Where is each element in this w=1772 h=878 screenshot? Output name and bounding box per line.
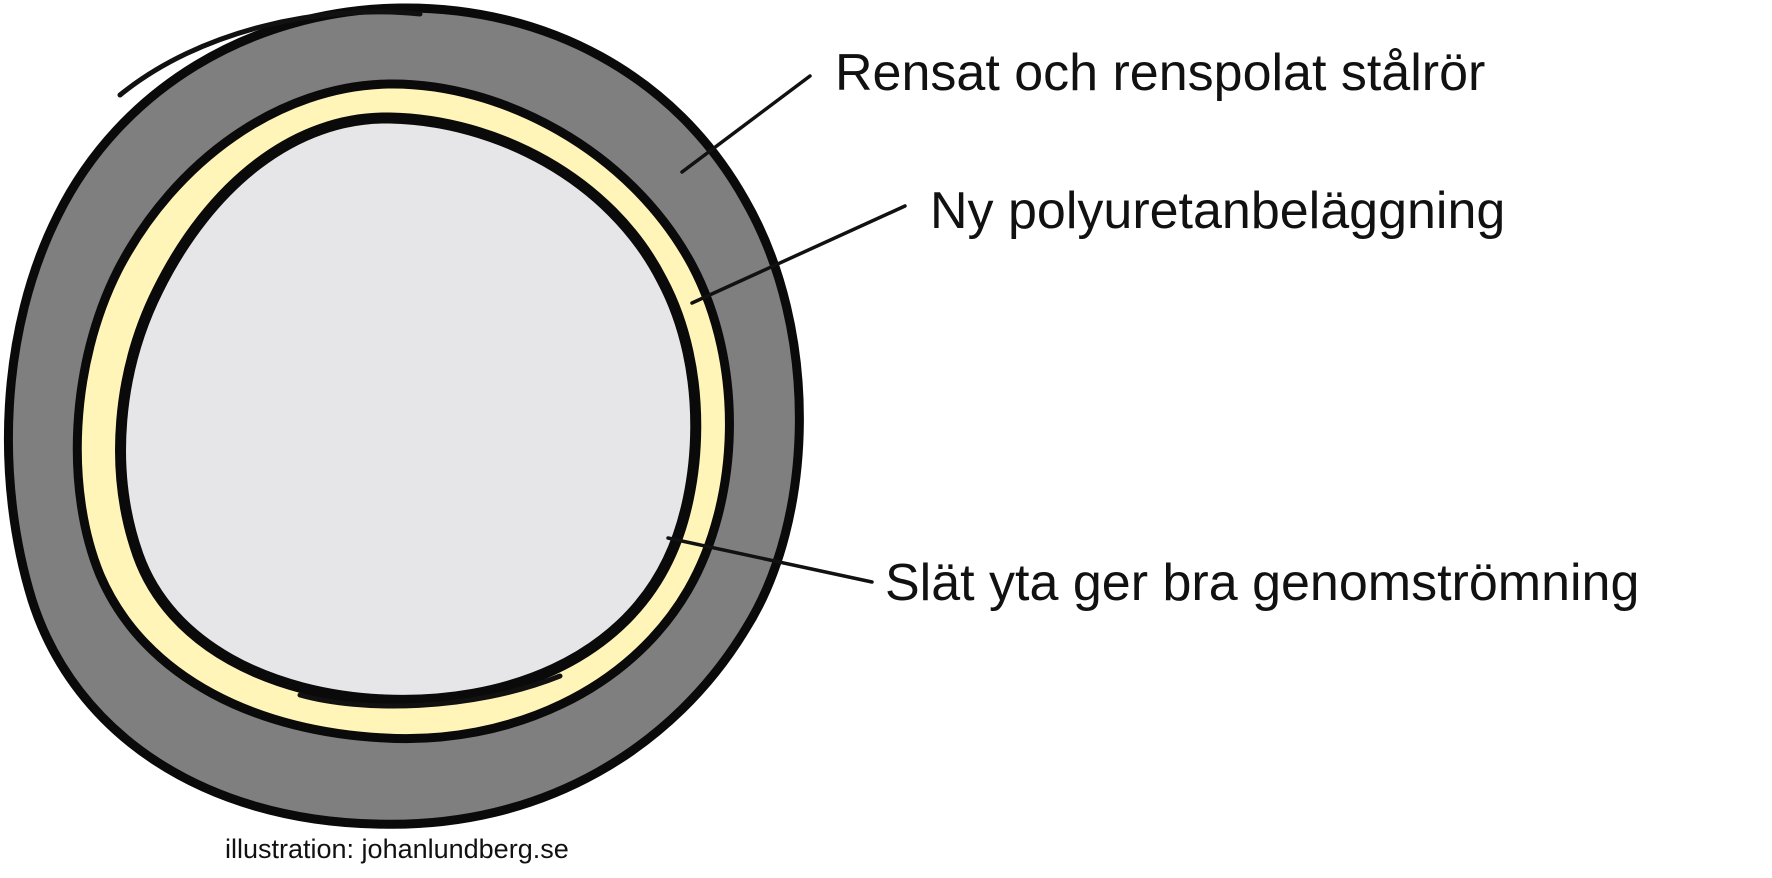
pipe-bore bbox=[115, 112, 702, 706]
leader-line-surface bbox=[666, 536, 874, 584]
label-steel-pipe: Rensat och renspolat stålrör bbox=[835, 44, 1485, 102]
leader-line-steel-pipe bbox=[680, 74, 812, 174]
leader-line-coating bbox=[690, 204, 907, 305]
label-surface: Slät yta ger bra genomströmning bbox=[885, 554, 1639, 612]
label-coating: Ny polyuretanbeläggning bbox=[930, 182, 1505, 240]
sketch-stroke-outer bbox=[117, 9, 423, 98]
sketch-stroke-inner bbox=[297, 673, 563, 709]
illustration-credit: illustration: johanlundberg.se bbox=[225, 834, 569, 864]
